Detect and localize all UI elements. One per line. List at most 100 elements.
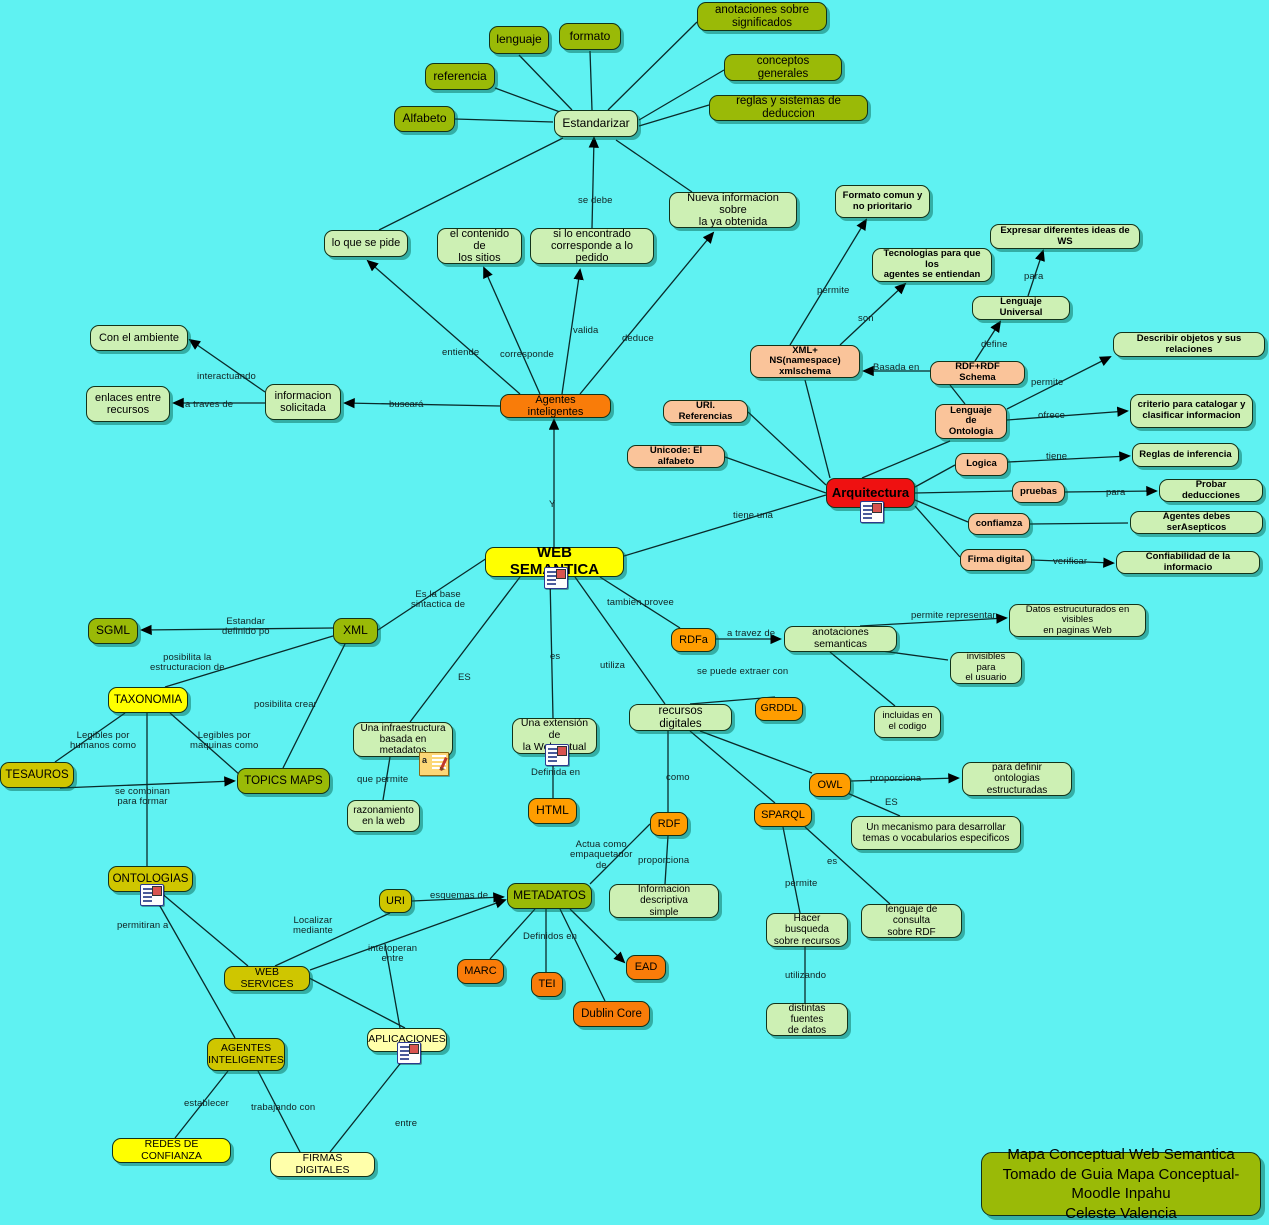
node-lenguaje_consulta[interactable]: lenguaje de consulta sobre RDF [861,904,962,938]
node-para_definir[interactable]: para definir ontologias estructuradas [962,762,1072,796]
node-referencia[interactable]: referencia [425,63,495,90]
node-conceptos_gen[interactable]: conceptos generales [724,54,842,81]
node-rdfa[interactable]: RDFa [671,628,716,652]
node-firma_digital[interactable]: Firma digital [960,549,1032,571]
node-html[interactable]: HTML [528,798,577,824]
link-label-buscara: buscará [389,399,424,410]
link-label-es-down: es [550,651,561,662]
node-owl[interactable]: OWL [809,773,851,797]
connector-metadatos-to-dublin [559,908,606,1002]
connector-logica-to-reglas_inf [1007,451,1131,463]
node-contenido_sitios[interactable]: el contenido de los sitios [437,228,522,264]
link-label-para-1: para [1024,271,1044,282]
node-anotaciones_semanticas[interactable]: anotaciones semanticas [784,626,897,652]
link-label-permitiran-a: permitiran a [117,920,169,931]
arquitectura-doc-icon[interactable] [860,501,884,523]
node-incluidas_codigo[interactable]: incluidas en el codigo [874,706,941,738]
node-xml[interactable]: XML [333,618,378,644]
node-dublin_core[interactable]: Dublin Core [573,1001,650,1027]
connector-arquitectura-to-xml_ns [804,379,831,479]
link-label-estandar-definido: Estandar definido po [222,616,270,638]
connector-recursos-to-sparql [689,730,776,804]
node-lenguaje[interactable]: lenguaje [489,26,549,54]
node-info_descriptiva[interactable]: Informacion descriptiva simple [609,884,719,918]
node-lenguaje_universal[interactable]: Lenguaje Universal [972,296,1070,320]
aplicaciones-doc-icon[interactable] [397,1042,421,1064]
node-rdf[interactable]: RDF [650,812,688,836]
node-unicode[interactable]: Unicode: El alfabeto [627,445,725,468]
link-label-utiliza: utiliza [600,660,625,671]
node-criterio_catalogar[interactable]: criterio para catalogar y clasificar inf… [1130,394,1253,428]
node-redes_confianza[interactable]: REDES DE CONFIANZA [112,1138,231,1163]
node-reglas_ded[interactable]: reglas y sistemas de deduccion [709,95,868,121]
node-taxonomia[interactable]: TAXONOMIA [108,687,188,713]
node-lenguaje_ontologia[interactable]: Lenguaje de Ontologia [935,404,1007,439]
node-ontologias[interactable]: ONTOLOGIAS [108,866,193,892]
node-pruebas[interactable]: pruebas [1012,481,1065,503]
node-logica[interactable]: Logica [955,453,1008,476]
node-expresar_ws[interactable]: Expresar diferentes ideas de WS [990,224,1140,249]
node-anotaciones_sig[interactable]: anotaciones sobre significados [697,2,827,31]
link-label-proporciona-owl: proporciona [870,773,922,784]
node-web_services[interactable]: WEB SERVICES [224,966,310,991]
link-label-entre: entre [395,1118,418,1129]
node-mecanismo[interactable]: Un mecanismo para desarrollar temas o vo… [851,816,1021,850]
node-marc[interactable]: MARC [457,959,504,984]
node-sparql[interactable]: SPARQL [754,803,812,827]
node-una_extension[interactable]: Una extensión de la Web actual [512,717,597,754]
node-si_lo_encontrado[interactable]: si lo encontrado corresponde a lo pedido [530,228,654,264]
node-recursos_digitales[interactable]: recursos digitales [629,704,732,731]
node-probar_deducciones[interactable]: Probar deducciones [1159,479,1263,502]
node-firmas_digitales[interactable]: FIRMAS DIGITALES [270,1152,375,1177]
node-ead[interactable]: EAD [626,955,666,980]
node-uri_referencias[interactable]: URI. Referencias [663,400,748,423]
link-label-posibilita-estructuracion: posibilita la estructuracion de [150,652,225,674]
link-label-permite-2: permite [1031,377,1064,388]
node-confiamza[interactable]: confiamza [968,513,1030,535]
node-tecnologias[interactable]: Tecnologias para que los agentes se enti… [872,248,992,282]
link-label-se-combinan: se combinan para formar [115,786,170,808]
node-distintas_fuentes[interactable]: distintas fuentes de datos [766,1003,848,1036]
node-tesauros[interactable]: TESAUROS [0,762,74,788]
node-confiabilidad[interactable]: Confiabilidad de la informacio [1116,551,1260,574]
node-formato[interactable]: formato [559,23,621,50]
node-formato_comun[interactable]: Formato comun y no prioritario [835,185,930,218]
node-xml_ns[interactable]: XML+ NS(namespace) xmlschema [750,345,860,378]
connector-arquitectura-to-lenguaje_ont [861,440,951,479]
node-agentes_inteligentes2[interactable]: AGENTES INTELIGENTES [207,1038,285,1071]
node-info_solicitada[interactable]: informacion solicitada [265,384,341,420]
node-describir_objetos[interactable]: Describir objetos y sus relaciones [1113,332,1265,357]
node-agentes_asepticos[interactable]: Agentes debes serAsepticos [1130,511,1263,534]
node-grddl[interactable]: GRDDL [755,697,803,721]
node-reglas_inferencia[interactable]: Reglas de inferencia [1132,443,1239,467]
node-alfabeto[interactable]: Alfabeto [394,106,455,132]
infraestructura-note-icon[interactable]: a [419,752,449,776]
connector-arquitectura-to-unicode [724,456,827,494]
node-datos_estructurados[interactable]: Datos estrucuturados en visibles en pagi… [1009,604,1146,637]
node-metadatos[interactable]: METADATOS [507,883,592,909]
link-label-tambien-provee: tambien provee [607,597,674,608]
node-invisibles[interactable]: invisibles para el usuario [950,651,1022,684]
link-label-localizar-mediante: Localizar mediante [293,915,333,937]
link-label-actua-como: Actua como empaquetador de [570,839,633,871]
node-tei[interactable]: TEI [531,972,563,997]
node-rdf_schema[interactable]: RDF+RDF Schema [930,361,1025,385]
node-uri[interactable]: URI [379,889,412,913]
node-sgml[interactable]: SGML [88,618,138,644]
node-topics_maps[interactable]: TOPICS MAPS [237,768,330,794]
node-estandarizar[interactable]: Estandarizar [554,110,638,137]
node-razonamiento[interactable]: razonamiento en la web [347,800,420,832]
ontologias-doc-icon[interactable] [140,884,164,906]
node-enlaces_recursos[interactable]: enlaces entre recursos [86,386,170,422]
node-lo_que_se_pide[interactable]: lo que se pide [324,230,408,257]
link-label-legibles-maquinas: Legibles por maquinas como [190,730,259,752]
node-agentes_inteligentes[interactable]: Agentes inteligentes [500,394,611,418]
node-una_infraestructura[interactable]: Una infraestructura basada en metadatos [353,722,453,757]
node-hacer_busqueda[interactable]: Hacer busqueda sobre recursos [766,913,848,947]
link-label-ofrece: ofrece [1038,410,1066,421]
extension-doc-icon[interactable] [545,744,569,766]
web-semantica-doc-icon[interactable] [544,567,568,589]
node-nueva_info[interactable]: Nueva informacion sobre la ya obtenida [669,192,797,228]
node-con_ambiente[interactable]: Con el ambiente [90,325,188,351]
